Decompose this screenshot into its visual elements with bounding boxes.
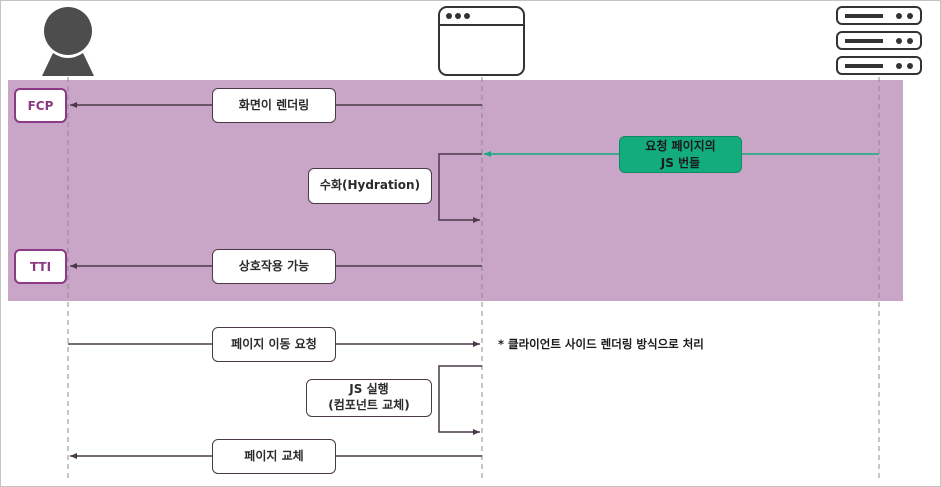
fcp-state: FCP — [14, 88, 67, 123]
server-icon — [836, 6, 922, 75]
user-icon — [42, 7, 94, 76]
browser-icon — [438, 6, 525, 76]
tti-state: TTI — [14, 249, 67, 284]
js-run-message: JS 실행 (컴포넌트 교체) — [306, 379, 432, 417]
csr-note: * 클라이언트 사이드 렌더링 방식으로 처리 — [498, 337, 704, 351]
hydration-loop — [438, 153, 482, 223]
navigate-message: 페이지 이동 요청 — [212, 327, 336, 362]
render-message: 화면이 렌더링 — [212, 88, 336, 123]
js-bundle-message: 요청 페이지의 JS 번들 — [619, 136, 742, 173]
replace-message: 페이지 교체 — [212, 439, 336, 474]
interactive-message: 상호작용 가능 — [212, 249, 336, 284]
ssr-phase-band — [8, 80, 903, 301]
hydration-message: 수화(Hydration) — [308, 168, 432, 204]
js-run-loop — [438, 365, 482, 435]
